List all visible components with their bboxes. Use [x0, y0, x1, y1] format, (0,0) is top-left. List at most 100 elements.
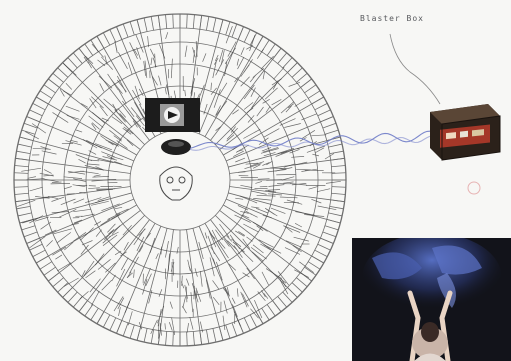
chart-tick — [116, 27, 121, 40]
hatch-stroke — [232, 298, 235, 304]
hatch-stroke — [60, 89, 64, 96]
hatch-stroke — [76, 130, 82, 132]
chart-tick — [219, 20, 223, 34]
chart-tick — [53, 278, 64, 287]
chart-tick — [267, 305, 275, 316]
chart-tick — [193, 15, 194, 29]
chart-tick — [315, 103, 327, 109]
hatch-stroke — [187, 323, 189, 333]
chart-tick — [17, 151, 31, 153]
hatch-stroke — [199, 242, 204, 259]
hatch-stroke — [97, 190, 113, 191]
chart-tick — [331, 193, 345, 194]
chart-tick — [256, 36, 263, 48]
chart-tick — [292, 283, 302, 292]
hatch-stroke — [79, 159, 86, 163]
chart-tick — [79, 301, 88, 312]
chart-tick — [166, 15, 167, 29]
hatch-stroke — [64, 177, 82, 179]
hatch-stroke — [226, 26, 232, 43]
chart-tick — [308, 91, 320, 99]
chart-tick — [73, 53, 82, 64]
hatch-stroke — [185, 46, 187, 57]
chart-tick — [330, 151, 344, 153]
hatch-stroke — [169, 322, 172, 331]
hatch-stroke — [124, 242, 129, 250]
hatch-stroke — [311, 135, 326, 136]
chart-tick — [200, 15, 202, 29]
chart-tick — [103, 315, 109, 327]
chart-spoke — [193, 228, 223, 340]
hatch-stroke — [177, 247, 178, 254]
hatch-stroke — [30, 187, 43, 191]
chart-tick — [18, 144, 32, 147]
chart-tick — [18, 213, 32, 216]
chart-tick — [232, 24, 237, 37]
hatch-stroke — [205, 233, 207, 239]
hatch-stroke — [237, 288, 238, 296]
chart-tick — [312, 97, 324, 104]
hatch-stroke — [88, 188, 100, 189]
chart-tick — [320, 238, 333, 243]
hatch-stroke — [92, 44, 104, 57]
chart-tick — [68, 58, 77, 68]
hatch-stroke — [92, 176, 109, 177]
hatch-stroke — [136, 34, 144, 52]
hatch-stroke — [280, 119, 296, 126]
hatch-stroke — [262, 147, 271, 151]
hatch-stroke — [309, 187, 318, 190]
hatch-stroke — [96, 230, 102, 237]
chart-tick — [158, 15, 160, 29]
chart-tick — [305, 85, 316, 93]
hatch-stroke — [252, 252, 263, 262]
chart-tick — [110, 318, 116, 331]
hatch-stroke — [158, 322, 159, 339]
chart-tick — [173, 14, 174, 28]
chart-tick — [273, 301, 282, 312]
hatch-stroke — [114, 296, 123, 311]
chart-tick — [250, 315, 256, 327]
hatch-stroke — [188, 260, 191, 271]
hatch-stroke — [264, 245, 281, 254]
chart-tick — [151, 17, 153, 31]
chart-tick — [232, 323, 237, 336]
hatch-stroke — [155, 54, 156, 68]
chart-tick — [219, 327, 223, 341]
hatch-stroke — [215, 101, 227, 116]
hatch-stroke — [130, 42, 138, 59]
hatch-stroke — [51, 183, 70, 184]
hatch-stroke — [251, 191, 267, 194]
chart-tick — [27, 116, 40, 121]
hatch-stroke — [100, 83, 104, 91]
chart-tick — [22, 226, 35, 230]
chart-tick — [14, 173, 28, 174]
hatch-stroke — [128, 62, 132, 74]
hatch-stroke — [190, 317, 193, 329]
hatch-stroke — [246, 45, 253, 49]
hatch-stroke — [255, 181, 262, 183]
hatch-stroke — [63, 91, 71, 95]
hatch-stroke — [261, 56, 273, 69]
chart-tick — [327, 219, 341, 223]
chart-tick — [331, 200, 345, 202]
center-dark-mark — [161, 139, 191, 155]
hatch-stroke — [243, 224, 258, 232]
chart-tick — [123, 323, 128, 336]
blaster-box-device — [430, 104, 500, 160]
hatch-stroke — [46, 240, 52, 246]
hatch-stroke — [66, 106, 80, 111]
hatch-stroke — [227, 128, 238, 139]
hatch-stroke — [282, 177, 294, 180]
hatch-stroke — [170, 302, 172, 309]
chart-spoke — [205, 36, 263, 136]
chart-spoke — [210, 220, 281, 312]
chart-tick — [110, 30, 116, 43]
hatch-stroke — [119, 307, 121, 316]
hatch-stroke — [253, 198, 271, 200]
hatch-stroke — [326, 181, 341, 183]
hatch-stroke — [28, 177, 36, 179]
chart-tick — [15, 193, 29, 194]
hatch-stroke — [247, 237, 253, 242]
hatch-stroke — [250, 35, 255, 51]
